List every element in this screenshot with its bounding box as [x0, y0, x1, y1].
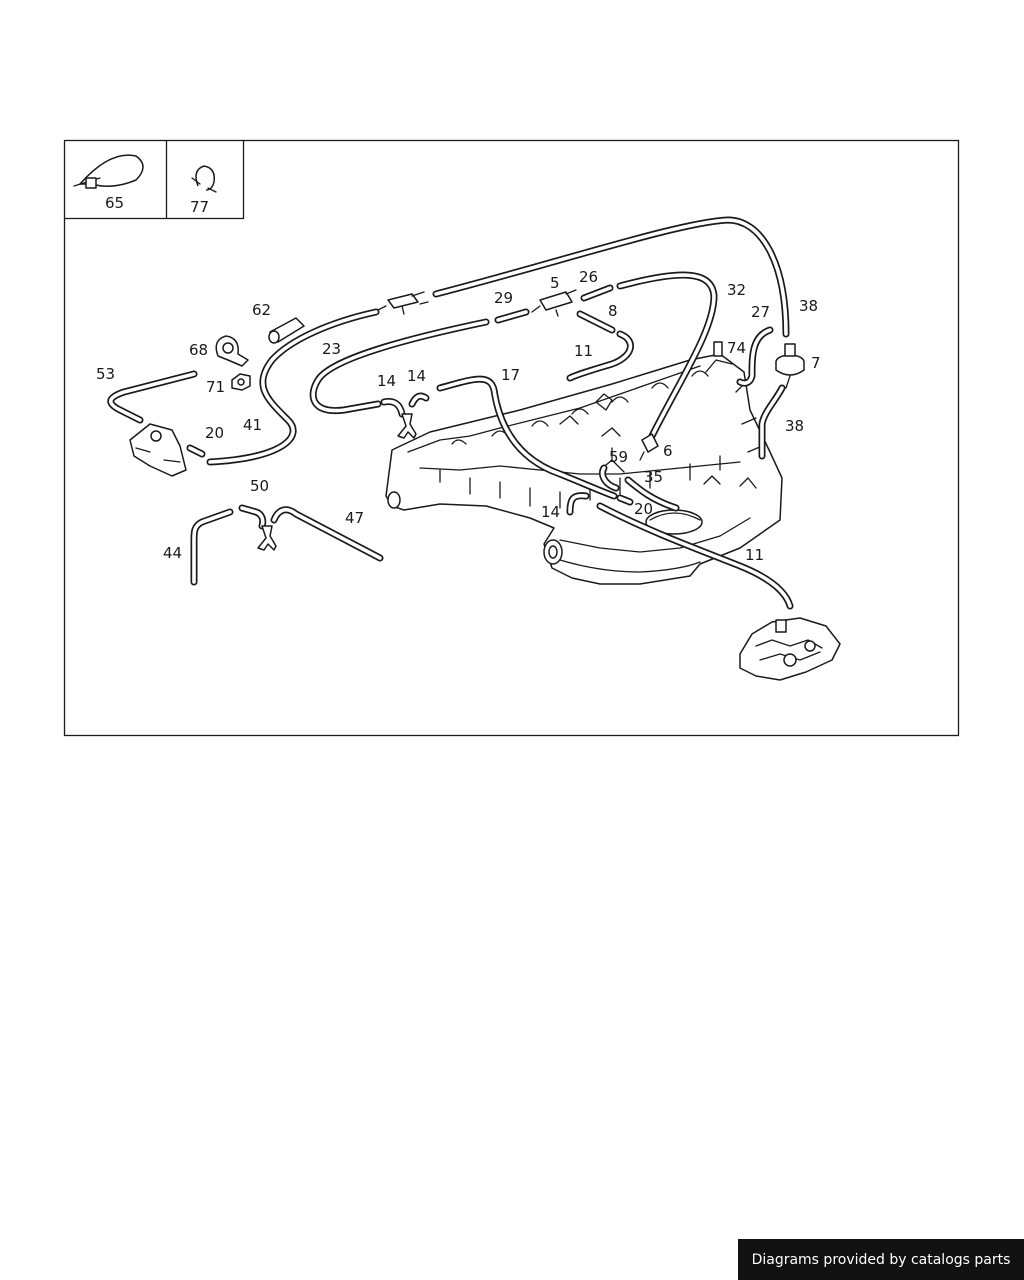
- y-connector-50: [257, 525, 277, 551]
- callout-59: 59: [609, 448, 628, 466]
- clamp-68: [215, 335, 249, 367]
- credit-text: Diagrams provided by catalogs parts: [751, 1251, 1011, 1268]
- callout-71: 71: [206, 378, 225, 396]
- callout-20-right: 20: [634, 500, 653, 518]
- check-valve-23: [377, 291, 429, 315]
- callout-26: 26: [579, 268, 598, 286]
- callout-38-bottom: 38: [785, 417, 804, 435]
- callout-32: 32: [727, 281, 746, 299]
- callout-41: 41: [243, 416, 262, 434]
- callout-65: 65: [105, 194, 124, 212]
- diagram-frame: [63, 139, 960, 737]
- callout-23: 23: [322, 340, 341, 358]
- clamp-icon: [191, 165, 217, 193]
- callout-11-top: 11: [574, 342, 593, 360]
- valve-block-53: [129, 423, 187, 477]
- callout-38-top: 38: [799, 297, 818, 315]
- callout-77: 77: [190, 198, 209, 216]
- hose-lines: [107, 216, 794, 610]
- callout-29: 29: [494, 289, 513, 307]
- callout-47: 47: [345, 509, 364, 527]
- nut-71: [231, 373, 251, 391]
- vacuum-unit-7: [775, 343, 805, 389]
- intake-manifold: [385, 353, 783, 585]
- connector-74: [713, 341, 723, 357]
- callout-53: 53: [96, 365, 115, 383]
- cable-tie-icon: [73, 154, 144, 189]
- callout-7: 7: [811, 354, 821, 372]
- callout-68: 68: [189, 341, 208, 359]
- throttle-unit: [739, 617, 841, 681]
- callout-50: 50: [250, 477, 269, 495]
- callout-14-left: 14: [377, 372, 396, 390]
- check-valve-5: [531, 289, 577, 317]
- callout-14-bottom: 14: [541, 503, 560, 521]
- callout-74: 74: [727, 339, 746, 357]
- callout-35: 35: [644, 468, 663, 486]
- y-connector-14a: [397, 413, 417, 439]
- callout-5: 5: [550, 274, 560, 292]
- callout-20-left: 20: [205, 424, 224, 442]
- callout-44: 44: [163, 544, 182, 562]
- inset-boxes: [63, 139, 245, 220]
- callout-14-mid: 14: [407, 367, 426, 385]
- callout-17: 17: [501, 366, 520, 384]
- callout-labels: 65 77 62 68 71 53 20 41 23 29 5 26 8 11 …: [96, 194, 821, 564]
- credit-banner: Diagrams provided by catalogs parts: [738, 1239, 1024, 1280]
- callout-11-bottom: 11: [745, 546, 764, 564]
- hose-piece-62: [268, 317, 305, 344]
- callout-6: 6: [663, 442, 673, 460]
- callout-62: 62: [252, 301, 271, 319]
- valve-6: [639, 433, 659, 461]
- callout-8: 8: [608, 302, 618, 320]
- callout-27: 27: [751, 303, 770, 321]
